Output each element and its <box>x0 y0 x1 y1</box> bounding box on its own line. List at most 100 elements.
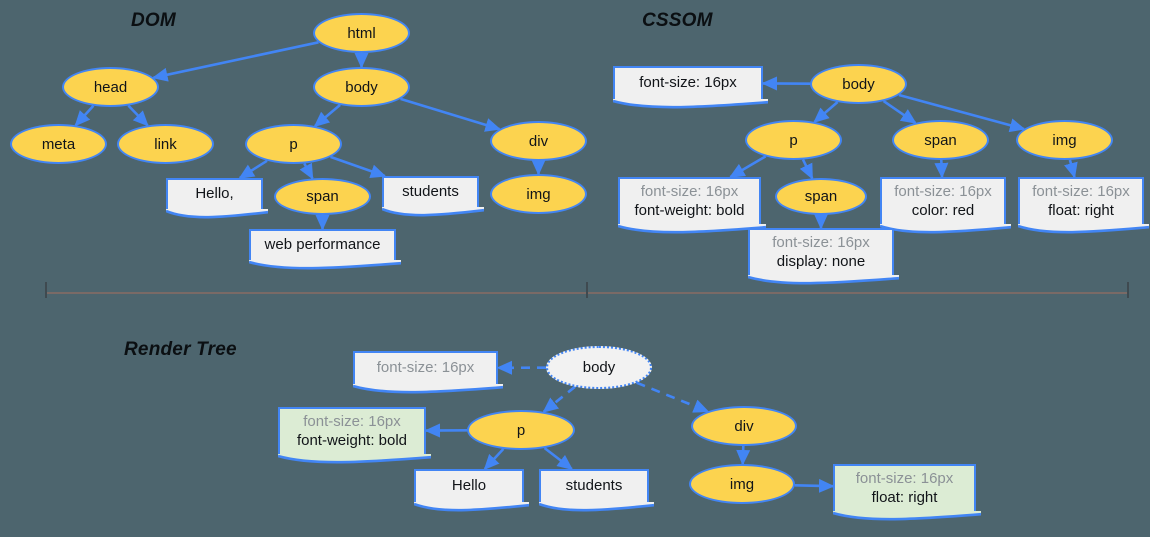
dom-node-div[interactable]: div <box>490 121 587 161</box>
node-label: span <box>804 188 838 205</box>
node-label: img <box>526 185 551 203</box>
cssom-box-p-styles[interactable]: font-size: 16px font-weight: bold <box>617 177 766 234</box>
edge-body-to-p <box>313 103 341 128</box>
edge-p-to-students-text <box>543 446 574 471</box>
edge-p-to-hello-text <box>483 448 505 471</box>
cssom-box-span2-styles[interactable]: font-size: 16px display: none <box>747 228 899 285</box>
box-line: float: right <box>1048 202 1114 219</box>
edge-div-to-img <box>736 445 751 466</box>
box-line: students <box>565 477 623 495</box>
cssom-node-body[interactable]: body <box>810 64 907 104</box>
box-line: font-size: 16px <box>376 359 475 377</box>
edge-p-to-students-text <box>330 155 387 178</box>
cssom-node-span[interactable]: span <box>892 120 989 160</box>
dom-box-students-text[interactable]: students <box>380 176 484 217</box>
node-label: body <box>345 78 378 96</box>
box-wavy-edge <box>277 453 431 466</box>
cssom-node-img[interactable]: img <box>1016 120 1113 160</box>
box-line: font-weight: bold <box>634 202 745 219</box>
box-line: float: right <box>871 489 938 506</box>
box-wavy-edge <box>747 274 899 287</box>
node-label: div <box>734 417 754 435</box>
dom-box-hello-text[interactable]: Hello, <box>164 178 268 219</box>
edge-body-to-div <box>400 97 501 132</box>
box-line: font-size: 16px <box>855 469 954 487</box>
node-label: link <box>154 135 177 153</box>
dom-node-p[interactable]: p <box>245 124 342 164</box>
box-line: color: red <box>911 202 975 219</box>
render-tree-box-img-styles[interactable]: font-size: 16px float: right <box>832 464 981 521</box>
node-label: head <box>93 78 128 96</box>
render-tree-box-body-styles[interactable]: font-size: 16px <box>352 351 503 394</box>
cssom-box-body-styles[interactable]: font-size: 16px <box>612 66 768 109</box>
node-label: p <box>289 135 298 153</box>
dom-node-img[interactable]: img <box>490 174 587 214</box>
edge-body-to-p <box>542 385 576 413</box>
box-wavy-edge <box>538 501 654 514</box>
cssom-node-p[interactable]: p <box>745 120 842 160</box>
node-label: p <box>789 131 798 149</box>
section-title-cssom: CSSOM <box>642 10 713 31</box>
box-line: font-size: 16px <box>772 233 870 251</box>
box-line: font-size: 16px <box>1032 182 1130 200</box>
dom-box-web-performance-text[interactable]: web performance <box>248 229 401 270</box>
render-tree-box-p-styles[interactable]: font-size: 16px font-weight: bold <box>277 407 431 464</box>
edge-body-to-p <box>813 101 839 124</box>
box-wavy-edge <box>352 383 503 396</box>
cssom-box-span-styles[interactable]: font-size: 16px color: red <box>879 177 1011 234</box>
edge-p-to-hello-text <box>238 159 268 180</box>
edge-p-to-p-styles <box>729 155 767 179</box>
box-line: Hello <box>451 477 487 495</box>
render-tree-box-students-text[interactable]: students <box>538 469 654 512</box>
box-line: font-size: 16px <box>640 182 739 200</box>
box-wavy-edge <box>164 208 268 221</box>
node-label: body <box>582 359 616 376</box>
box-wavy-edge <box>832 510 981 523</box>
box-wavy-edge <box>380 206 484 219</box>
render-tree-node-p[interactable]: p <box>467 410 575 450</box>
dom-node-html[interactable]: html <box>313 13 410 53</box>
node-label: img <box>729 475 755 493</box>
edge-p-to-span <box>299 162 314 180</box>
node-label: p <box>516 421 526 439</box>
dom-node-body[interactable]: body <box>313 67 410 107</box>
section-title-dom: DOM <box>131 10 176 31</box>
box-line: font-size: 16px <box>303 412 401 430</box>
box-line: students <box>402 183 459 201</box>
edge-head-to-link <box>127 104 149 127</box>
box-line: font-weight: bold <box>296 432 408 449</box>
dom-node-head[interactable]: head <box>62 67 159 107</box>
box-line: font-size: 16px <box>639 74 737 92</box>
node-label: img <box>1052 131 1077 149</box>
edge-body-to-div <box>636 381 710 413</box>
box-wavy-edge <box>612 98 768 111</box>
box-line: Hello, <box>195 185 234 203</box>
cssom-node-span2[interactable]: span <box>775 178 867 215</box>
render-tree-box-hello-text[interactable]: Hello <box>413 469 529 512</box>
node-label: span <box>306 188 339 205</box>
node-label: span <box>924 131 957 149</box>
node-label: html <box>347 24 376 42</box>
dom-node-link[interactable]: link <box>117 124 214 164</box>
edge-body-to-img <box>898 93 1026 133</box>
box-line: display: none <box>776 253 866 270</box>
dom-node-meta[interactable]: meta <box>10 124 107 164</box>
render-tree-node-img[interactable]: img <box>689 464 795 504</box>
box-wavy-edge <box>1017 223 1149 236</box>
node-label: body <box>842 75 875 93</box>
render-tree-node-div[interactable]: div <box>691 406 797 446</box>
box-wavy-edge <box>248 259 401 272</box>
box-line: font-size: 16px <box>894 182 992 200</box>
edge-span-to-span-styles <box>934 159 949 179</box>
edge-img-to-img-styles <box>794 478 835 493</box>
edge-p-to-span2 <box>799 159 814 180</box>
node-label: meta <box>41 135 76 153</box>
dom-node-span[interactable]: span <box>274 178 371 215</box>
render-tree-node-body[interactable]: body <box>546 346 652 389</box>
edge-body-to-span <box>882 100 917 124</box>
cssom-box-img-styles[interactable]: font-size: 16px float: right <box>1017 177 1149 234</box>
edge-img-to-img-styles <box>1064 159 1078 179</box>
